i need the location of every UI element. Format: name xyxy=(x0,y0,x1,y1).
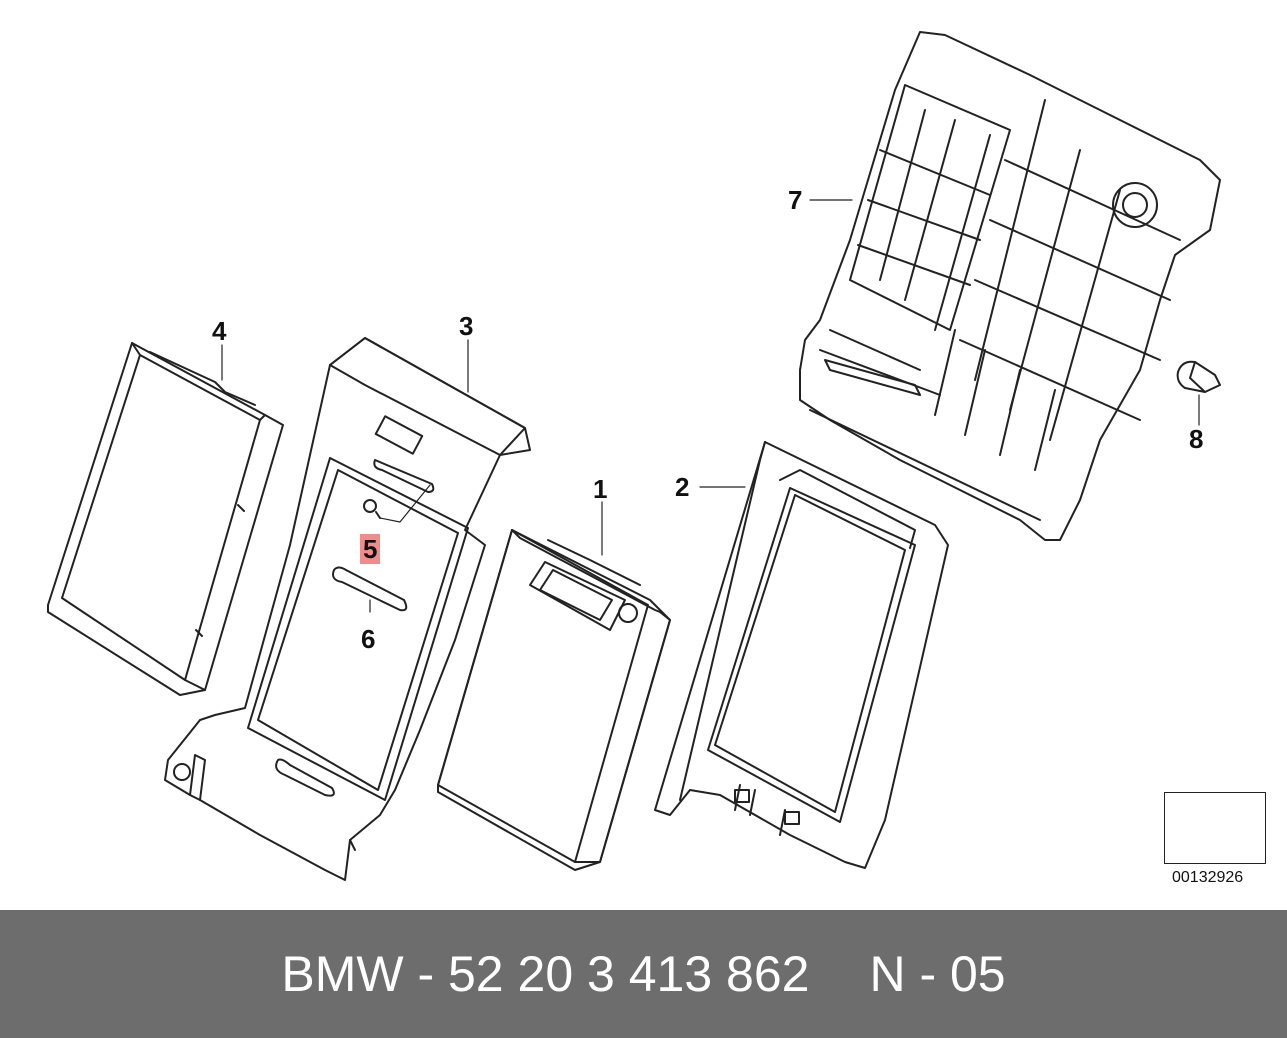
callout-2: 2 xyxy=(675,472,690,502)
image-code: 00132926 xyxy=(1172,869,1244,886)
leader-lines xyxy=(221,199,1200,613)
part-2-outer-frame xyxy=(654,441,949,869)
callout-6: 6 xyxy=(361,624,376,654)
part-8-clip xyxy=(1176,360,1221,393)
part-7-backrest-lattice-frame xyxy=(799,31,1221,541)
footer-bar: BMW - 52 20 3 413 862 N - 05 xyxy=(0,910,1287,1038)
callout-8: 8 xyxy=(1189,424,1204,454)
parts-diagram: 4 3 1 2 7 8 5 6 00132926 xyxy=(47,31,1266,886)
callout-1: 1 xyxy=(593,474,608,504)
part-4-pad xyxy=(47,342,284,696)
position-label: N - 05 xyxy=(869,946,1006,1002)
part-number: BMW - 52 20 3 413 862 xyxy=(281,946,810,1002)
callout-5-highlighted: 5 xyxy=(360,534,381,564)
orientation-box xyxy=(1164,792,1266,864)
exploded-view-drawing xyxy=(47,31,1257,881)
part-1-insert-panel xyxy=(437,529,671,871)
part-3-backrest-frame xyxy=(164,337,531,881)
callout-4: 4 xyxy=(212,316,227,346)
footer-caption: BMW - 52 20 3 413 862 N - 05 xyxy=(0,910,1287,1038)
callout-3: 3 xyxy=(459,311,474,341)
callout-7: 7 xyxy=(788,185,803,215)
